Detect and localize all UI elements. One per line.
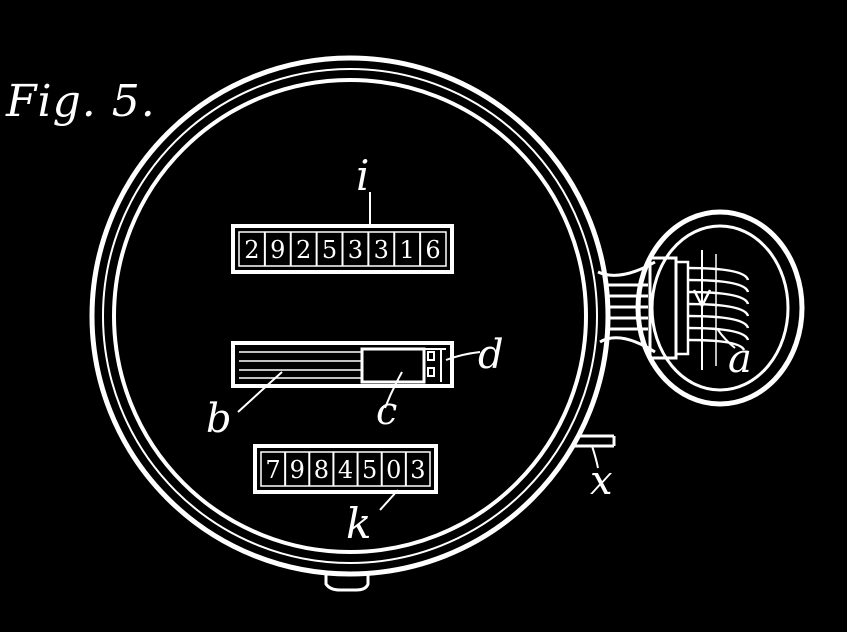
label-i: i <box>356 151 369 200</box>
lower-counter-digit: 8 <box>314 456 329 484</box>
label-c: c <box>376 389 397 433</box>
lower-counter-digit: 4 <box>338 456 353 484</box>
dial-case <box>89 55 611 577</box>
leader-b <box>237 371 283 413</box>
case-foot <box>324 573 370 592</box>
leader-k <box>379 489 399 511</box>
leader-lines <box>237 192 736 511</box>
upper-counter-digit: 5 <box>322 236 337 264</box>
upper-counter-digit: 2 <box>244 236 259 264</box>
case-inner-ring <box>112 78 588 554</box>
slide-piece <box>360 347 426 384</box>
stem <box>597 260 656 354</box>
label-k: k <box>346 499 371 548</box>
label-b: b <box>206 396 232 442</box>
coil-mechanism <box>648 250 750 370</box>
case-middle-ring <box>102 68 598 564</box>
leader-c <box>384 371 403 409</box>
leader-a <box>717 329 736 349</box>
slot-frame <box>231 341 454 388</box>
upper-counter-frame <box>231 224 454 274</box>
side-pin <box>575 434 616 448</box>
upper-counter-digit: 6 <box>425 236 440 264</box>
lower-counter-digit: 9 <box>290 456 305 484</box>
lower-counter-digit: 7 <box>265 456 280 484</box>
case-outer-ring <box>89 55 611 577</box>
bow-outer <box>635 209 805 407</box>
upper-counter-digit: 9 <box>270 236 285 264</box>
upper-counter-digit: 2 <box>296 236 311 264</box>
leader-x <box>591 445 599 469</box>
upper-counter-digit: 3 <box>374 236 389 264</box>
lower-counter-digit: 3 <box>410 456 425 484</box>
lower-counter-digit: 5 <box>362 456 377 484</box>
label-x: x <box>590 458 613 504</box>
middle-slot <box>231 341 454 388</box>
label-a: a <box>728 336 752 382</box>
upper-counter-digit: 1 <box>400 236 415 264</box>
upper-counter-digit: 3 <box>348 236 363 264</box>
leader-d <box>445 351 481 361</box>
figure-title: Fig. 5. <box>6 76 156 127</box>
bow-loop <box>635 209 805 407</box>
label-d: d <box>478 332 504 378</box>
lower-counter-frame <box>253 444 438 494</box>
lower-counter-digit: 0 <box>386 456 401 484</box>
bow-inner <box>650 224 790 392</box>
